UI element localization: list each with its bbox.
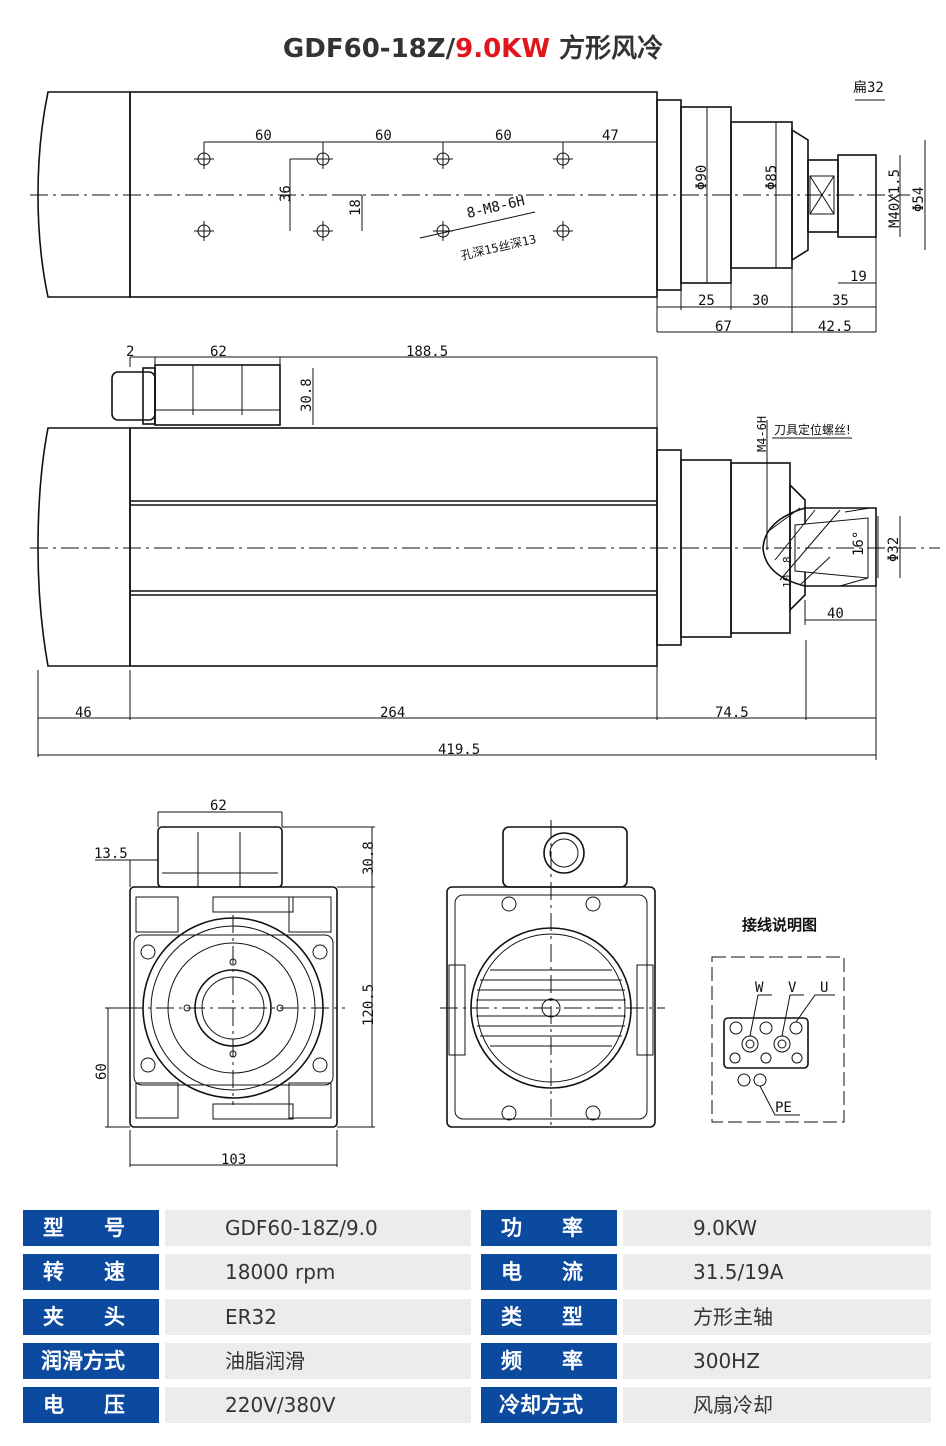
dim-label: Φ54 <box>911 187 927 212</box>
dim-label: 188.5 <box>406 344 448 360</box>
dim-label: 103 <box>221 1152 246 1168</box>
dim-label: 8-M8-6H <box>465 193 526 222</box>
spec-label: 电流 <box>481 1254 617 1290</box>
wiring-label-w: W <box>755 980 764 996</box>
dim-label: 120.5 <box>361 984 377 1026</box>
spec-label: 润滑方式 <box>23 1343 159 1379</box>
title-model: GDF60-18Z/ <box>282 34 456 64</box>
dim-label: 30 <box>752 293 769 309</box>
dim-label: 36 <box>278 185 294 202</box>
top-view: 60 60 60 47 36 18 8-M8-6H 孔深15丝深13 Φ90 Φ… <box>30 80 927 335</box>
rear-view <box>440 820 665 1130</box>
dim-label: 42.5 <box>818 319 852 335</box>
dim-label: 47 <box>602 128 619 144</box>
dim-label: 16° <box>851 531 867 556</box>
dim-label: 刀具定位螺丝! <box>774 422 851 437</box>
wiring-label-pe: PE <box>775 1100 792 1116</box>
dim-label: 419.5 <box>438 742 480 758</box>
dim-label: 62 <box>210 798 227 814</box>
dim-label: 30.8 <box>361 841 377 875</box>
dim-label: 62 <box>210 344 227 360</box>
dim-label: 孔深15丝深13 <box>460 232 538 263</box>
dim-label: Φ90 <box>694 165 710 190</box>
spec-value: 31.5/19A <box>623 1254 931 1290</box>
dim-label: 40 <box>827 606 844 622</box>
spec-label: 频率 <box>481 1343 617 1379</box>
front-view: 62 13.5 30.8 120.5 60 103 <box>94 798 377 1168</box>
spec-label: 夹头 <box>23 1299 159 1335</box>
dim-label: 18 <box>348 199 364 216</box>
dim-label: 46 <box>75 705 92 721</box>
dim-label: M40X1.5 <box>887 169 903 228</box>
dim-label: 10 <box>781 575 794 588</box>
dim-label: 19 <box>850 269 867 285</box>
dim-label: 13.5 <box>94 846 128 862</box>
spec-label: 转速 <box>23 1254 159 1290</box>
dim-label: 60 <box>375 128 392 144</box>
spec-label: 型号 <box>23 1210 159 1246</box>
spec-label: 类型 <box>481 1299 617 1335</box>
spec-value: 300HZ <box>623 1343 931 1379</box>
dim-label: 60 <box>255 128 272 144</box>
dim-label: 25 <box>698 293 715 309</box>
spec-label: 功率 <box>481 1210 617 1246</box>
side-view: 2 62 188.5 30.8 M4-6H 刀具定位螺丝! 16° Φ32 8 … <box>30 344 940 760</box>
dim-label: 74.5 <box>715 705 749 721</box>
dim-label: 264 <box>380 705 405 721</box>
dim-label: Φ32 <box>886 537 902 562</box>
dim-label: 35 <box>832 293 849 309</box>
spec-label: 电压 <box>23 1387 159 1423</box>
spec-value: 9.0KW <box>623 1210 931 1246</box>
spec-value: 油脂润滑 <box>165 1343 471 1379</box>
wiring-label-u: U <box>820 980 828 996</box>
technical-drawing: 60 60 60 47 36 18 8-M8-6H 孔深15丝深13 Φ90 Φ… <box>30 80 940 1168</box>
wiring-title: 接线说明图 <box>742 916 817 934</box>
spec-value: ER32 <box>165 1299 471 1335</box>
dim-label: 30.8 <box>299 378 315 412</box>
spec-value: 220V/380V <box>165 1387 471 1423</box>
dim-label: M4-6H <box>755 416 769 452</box>
dim-label: 60 <box>495 128 512 144</box>
title-type: 方形风冷 <box>559 34 664 64</box>
title-power: 9.0KW <box>455 34 550 64</box>
page-title: GDF60-18Z/9.0KW 方形风冷 <box>0 28 946 65</box>
dim-label: Φ85 <box>764 165 780 190</box>
dim-label: 60 <box>94 1063 110 1080</box>
spec-value: 风扇冷却 <box>623 1387 931 1423</box>
dim-label: 2 <box>126 344 134 360</box>
spec-value: GDF60-18Z/9.0 <box>165 1210 471 1246</box>
dim-label: 扁32 <box>853 80 884 96</box>
dim-label: 67 <box>715 319 732 335</box>
wiring-diagram: 接线说明图 W V U PE <box>711 916 845 1123</box>
dim-label: 8 <box>781 556 794 563</box>
spec-value: 方形主轴 <box>623 1299 931 1335</box>
spec-label: 冷却方式 <box>481 1387 617 1423</box>
spec-value: 18000 rpm <box>165 1254 471 1290</box>
wiring-label-v: V <box>788 980 797 996</box>
